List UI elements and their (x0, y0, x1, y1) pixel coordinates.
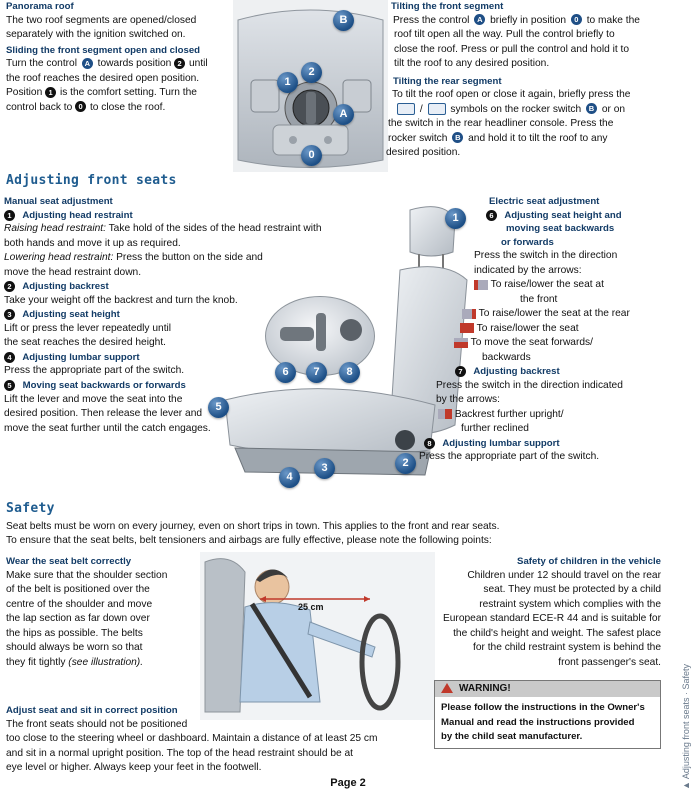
callout-2: 2 (301, 62, 322, 83)
roof-tilt-icon (397, 102, 415, 115)
e-arrow-3: To raise/lower the seat (418, 322, 688, 336)
height-text: Lift or press the lever repeatedly until… (4, 322, 172, 349)
backrest-title: 2 Adjusting backrest (4, 280, 364, 294)
panorama-roof-section: Panorama roof The two roof segments are … (6, 0, 246, 115)
seat-callout-7: 7 (306, 362, 327, 383)
e-height-title-1: 6 Adjusting seat height and (418, 209, 688, 223)
seat-callout-1: 1 (445, 208, 466, 229)
e-arrow-4: To move the seat forwards/ (418, 336, 688, 350)
seat-callout-2: 2 (395, 453, 416, 474)
seat-callout-6: 6 (275, 362, 296, 383)
e-backrest-title: 7 Adjusting backrest (418, 365, 688, 379)
tilt-front-line-1: Press the control A briefly in position … (393, 14, 640, 26)
manual-title: Manual seat adjustment (4, 196, 113, 207)
seat-callout-4: 4 (279, 467, 300, 488)
seat-illustration: 1 2 3 4 5 6 7 8 (205, 200, 485, 490)
lumbar-text: Press the appropriate part of the switch… (4, 365, 185, 377)
tilt-rear-line-3: the switch in the rear headliner console… (388, 118, 614, 130)
e-arrow-1: To raise/lower the seat at (418, 278, 688, 292)
seat-position-title: Adjust seat and sit in correct position (6, 705, 178, 716)
warning-header: WARNING! (435, 681, 660, 698)
callout-B: B (333, 10, 354, 31)
head-restraint-title: 1 Adjusting head restraint (4, 209, 364, 223)
roof-console-image (233, 0, 388, 172)
roof-control-illustration: B 2 1 A 0 (233, 0, 388, 172)
e-back-arrow-2: further reclined (461, 423, 529, 435)
seat-raise-icon (460, 323, 474, 334)
move-text: Lift the lever and move the seat into th… (4, 393, 211, 434)
e-back-arrow-1: Backrest further upright/ (418, 408, 688, 422)
switch-detail-image (280, 313, 362, 351)
lower-head-text: Lowering head restraint: Press the butto… (4, 252, 263, 278)
sliding-line-1: Turn the control A towards position 2 un… (6, 58, 208, 70)
distance-label: 25 cm (298, 602, 324, 612)
callout-1: 1 (277, 72, 298, 93)
tilt-rear-title: Tilting the rear segment (393, 75, 502, 87)
sliding-title: Sliding the front segment open and close… (6, 44, 201, 56)
side-running-head: ▲ Adjusting front seats · Safety (681, 664, 691, 790)
children-text: Children under 12 should travel on the r… (442, 569, 661, 668)
electric-title: Electric seat adjustment (489, 196, 600, 207)
seat-move-icon (454, 337, 468, 348)
seats-section-title: Adjusting front seats (6, 173, 177, 188)
tilt-front-text: roof tilt open all the way. Pull the con… (394, 29, 630, 70)
belt-text: Make sure that the shoulder section of t… (6, 569, 168, 668)
move-title: 5 Moving seat backwards or forwards (4, 379, 364, 393)
driver-illustration: 25 cm (200, 552, 435, 720)
e-lumbar-text: Press the appropriate part of the switch… (419, 451, 600, 463)
raise-head-text: Raising head restraint: Take hold of the… (4, 223, 322, 249)
e-lumbar-title: 8 Adjusting lumbar support (418, 437, 688, 451)
panorama-roof-title: Panorama roof (6, 1, 74, 12)
manual-seat-section: Manual seat adjustment 1 Adjusting head … (4, 195, 364, 436)
rear-raise-icon (462, 308, 476, 319)
e-backrest-text: Press the switch in the direction indica… (436, 379, 623, 406)
e-arrow-2: To raise/lower the seat at the rear (418, 307, 688, 321)
seat-callout-8: 8 (339, 362, 360, 383)
tilting-section: Tilting the front segment Press the cont… (386, 0, 691, 161)
seat-position-text-1: The front seats should not be positioned (6, 718, 188, 730)
backrest-text: Take your weight off the backrest and tu… (4, 294, 238, 306)
children-title: Safety of children in the vehicle (517, 556, 661, 567)
seat-callout-3: 3 (314, 458, 335, 479)
tilt-rear-line-5: desired position. (386, 147, 461, 159)
page-number: Page 2 (330, 777, 366, 789)
warning-icon (441, 683, 453, 694)
seat-position-text-2: too close to the steering wheel or dashb… (6, 733, 378, 774)
seat-position-section: Adjust seat and sit in correct position … (6, 704, 446, 776)
e-arrow-1b: the front (520, 293, 558, 305)
driver-image (200, 552, 435, 720)
warning-box: WARNING! Please follow the instructions … (434, 680, 661, 750)
safety-title: Safety (6, 501, 55, 516)
tilt-front-title: Tilting the front segment (391, 1, 504, 12)
callout-0: 0 (301, 145, 322, 166)
e-height-title-2: moving seat backwards (506, 223, 615, 235)
sliding-line-3: Position 1 is the comfort setting. Turn … (6, 86, 197, 99)
belt-section: Wear the seat belt correctly Make sure t… (6, 555, 206, 670)
children-section: Safety of children in the vehicle Childr… (428, 555, 661, 670)
panorama-intro: The two roof segments are opened/closed … (6, 14, 197, 41)
front-raise-icon (474, 279, 488, 290)
roof-close-icon (427, 102, 446, 115)
tilt-rear-line-2: / symbols on the rocker switch B or on (391, 102, 691, 117)
height-title: 3 Adjusting seat height (4, 308, 364, 322)
backrest-icon (438, 409, 452, 420)
e-height-title-3: or forwards (501, 236, 554, 248)
belt-title: Wear the seat belt correctly (6, 556, 132, 567)
electric-seat-section: Electric seat adjustment 6 Adjusting sea… (418, 195, 688, 465)
warning-text: Please follow the instructions in the Ow… (441, 702, 645, 742)
e-height-text: Press the switch in the direction indica… (474, 250, 618, 276)
tilt-rear-line-4: rocker switch B and hold it to tilt the … (388, 132, 608, 144)
tilt-rear-line-1: To tilt the roof open or close it again,… (392, 89, 631, 101)
safety-intro: Seat belts must be worn on every journey… (6, 521, 500, 547)
e-arrow-4b: backwards (482, 351, 531, 363)
seat-callout-5: 5 (208, 397, 229, 418)
callout-A: A (333, 104, 354, 125)
lumbar-title: 4 Adjusting lumbar support (4, 351, 364, 365)
sliding-line-4: control back to 0 to close the roof. (6, 101, 166, 113)
sliding-line-2: the roof reaches the desired open positi… (6, 72, 200, 84)
